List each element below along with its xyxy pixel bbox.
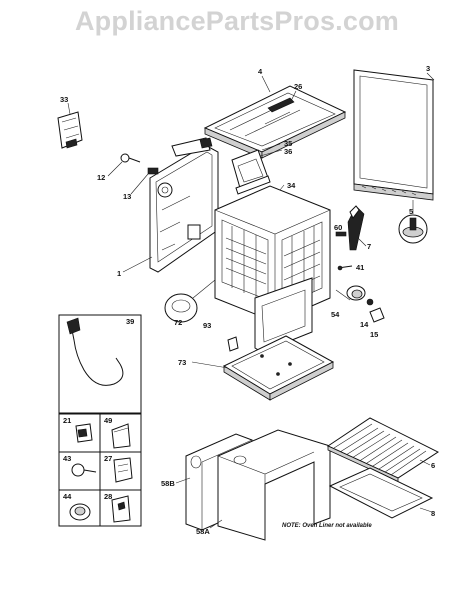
part-93-connector <box>227 336 239 352</box>
part-14-spring <box>366 298 374 306</box>
callout-5: 5 <box>409 207 413 216</box>
callout-3: 3 <box>426 64 430 73</box>
callout-8: 8 <box>431 509 435 518</box>
callout-34: 34 <box>287 181 296 190</box>
part-6-oven-rack <box>326 417 440 483</box>
callout-12: 12 <box>97 173 105 182</box>
callout-39: 39 <box>126 317 134 326</box>
callout-49: 49 <box>104 416 112 425</box>
part-39-power-cord-box <box>58 314 142 414</box>
callout-60: 60 <box>334 223 342 232</box>
callout-73: 73 <box>178 358 186 367</box>
callout-28: 28 <box>104 492 112 501</box>
part-60-clip <box>335 231 347 237</box>
part-1-side-panel <box>149 137 219 273</box>
callout-44: 44 <box>63 492 72 501</box>
callout-33: 33 <box>60 95 68 104</box>
part-73-bottom-plate <box>222 335 335 401</box>
callout-14: 14 <box>360 320 369 329</box>
callout-41: 41 <box>356 263 364 272</box>
callout-43: 43 <box>63 454 71 463</box>
callout-54: 54 <box>331 310 340 319</box>
callout-13: 13 <box>123 192 131 201</box>
part-7-hinge <box>347 205 365 251</box>
callout-35: 35 <box>284 139 292 148</box>
part-13-clip <box>147 167 159 175</box>
callout-72: 72 <box>174 318 182 327</box>
callout-93: 93 <box>203 321 211 330</box>
callout-15: 15 <box>370 330 378 339</box>
small-parts-grid <box>58 413 142 527</box>
callout-1: 1 <box>117 269 121 278</box>
callout-21: 21 <box>63 416 71 425</box>
callout-58a: 58A <box>196 527 210 536</box>
callout-4: 4 <box>258 67 263 76</box>
part-8-broil-pan <box>328 467 434 519</box>
part-54-knob <box>346 285 366 301</box>
part-5-valve <box>398 214 428 244</box>
callout-36: 36 <box>284 147 292 156</box>
callout-7: 7 <box>367 242 371 251</box>
part-35-plate <box>235 175 271 195</box>
oven-body <box>214 185 331 353</box>
callout-58b: 58B <box>161 479 175 488</box>
part-4-top-panel <box>203 85 347 159</box>
oven-liner-note: NOTE: Oven Liner not available <box>282 523 372 529</box>
part-12-screw <box>120 153 141 163</box>
part-58a-insulation-wrap <box>217 429 331 541</box>
part-41-screw <box>337 265 353 271</box>
part-15-cap <box>369 307 385 323</box>
callout-27: 27 <box>104 454 112 463</box>
watermark: AppliancePartsPros.com <box>74 6 399 36</box>
part-72-disc <box>164 293 198 323</box>
part-3-back-panel <box>353 69 434 201</box>
callout-26: 26 <box>294 82 302 91</box>
part-33-bracket <box>57 111 83 149</box>
callout-6: 6 <box>431 461 435 470</box>
